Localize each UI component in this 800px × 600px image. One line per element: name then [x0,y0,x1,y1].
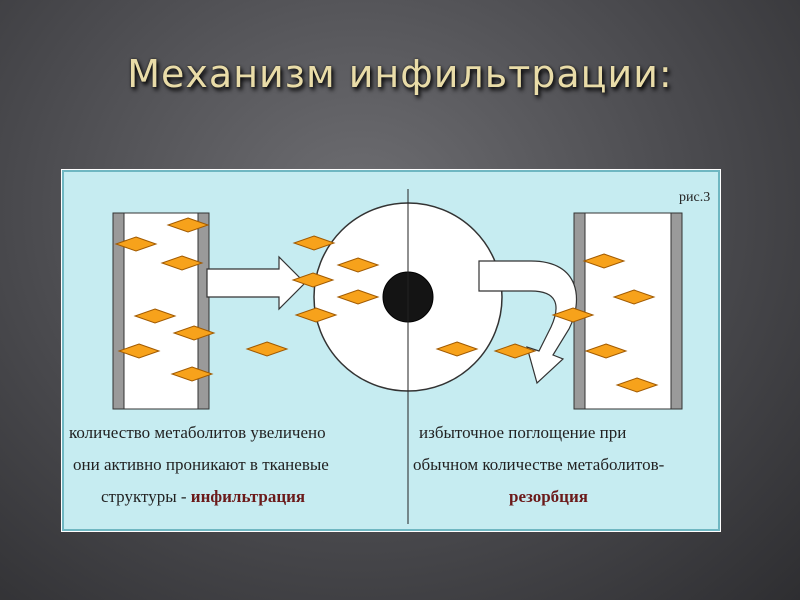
infiltration-arrow [206,255,306,311]
left-caption-line3: структуры - инфильтрация [101,487,305,507]
right-caption-line2: обычном количестве метаболитов- [413,455,665,474]
right-tissue-column [573,212,683,410]
diagram-canvas: рис.3 [62,170,720,531]
right-caption-line1: избыточное поглощение при [419,423,627,442]
term-infiltration: инфильтрация [190,487,306,506]
figure-label: рис.3 [679,190,710,205]
slide-title: Механизм инфильтрации: [127,52,673,96]
left-caption-prefix: структуры - [101,487,191,506]
resorption-arrow [478,260,578,385]
right-caption-line3: резорбция [509,487,588,507]
left-caption-line2: они активно проникают в тканевые [73,455,329,474]
figure-diagram: рис.3 количество метаболитов увеличено о… [61,169,721,532]
term-resorption: резорбция [509,487,588,506]
left-caption-line1: количество метаболитов увеличено [69,423,326,442]
